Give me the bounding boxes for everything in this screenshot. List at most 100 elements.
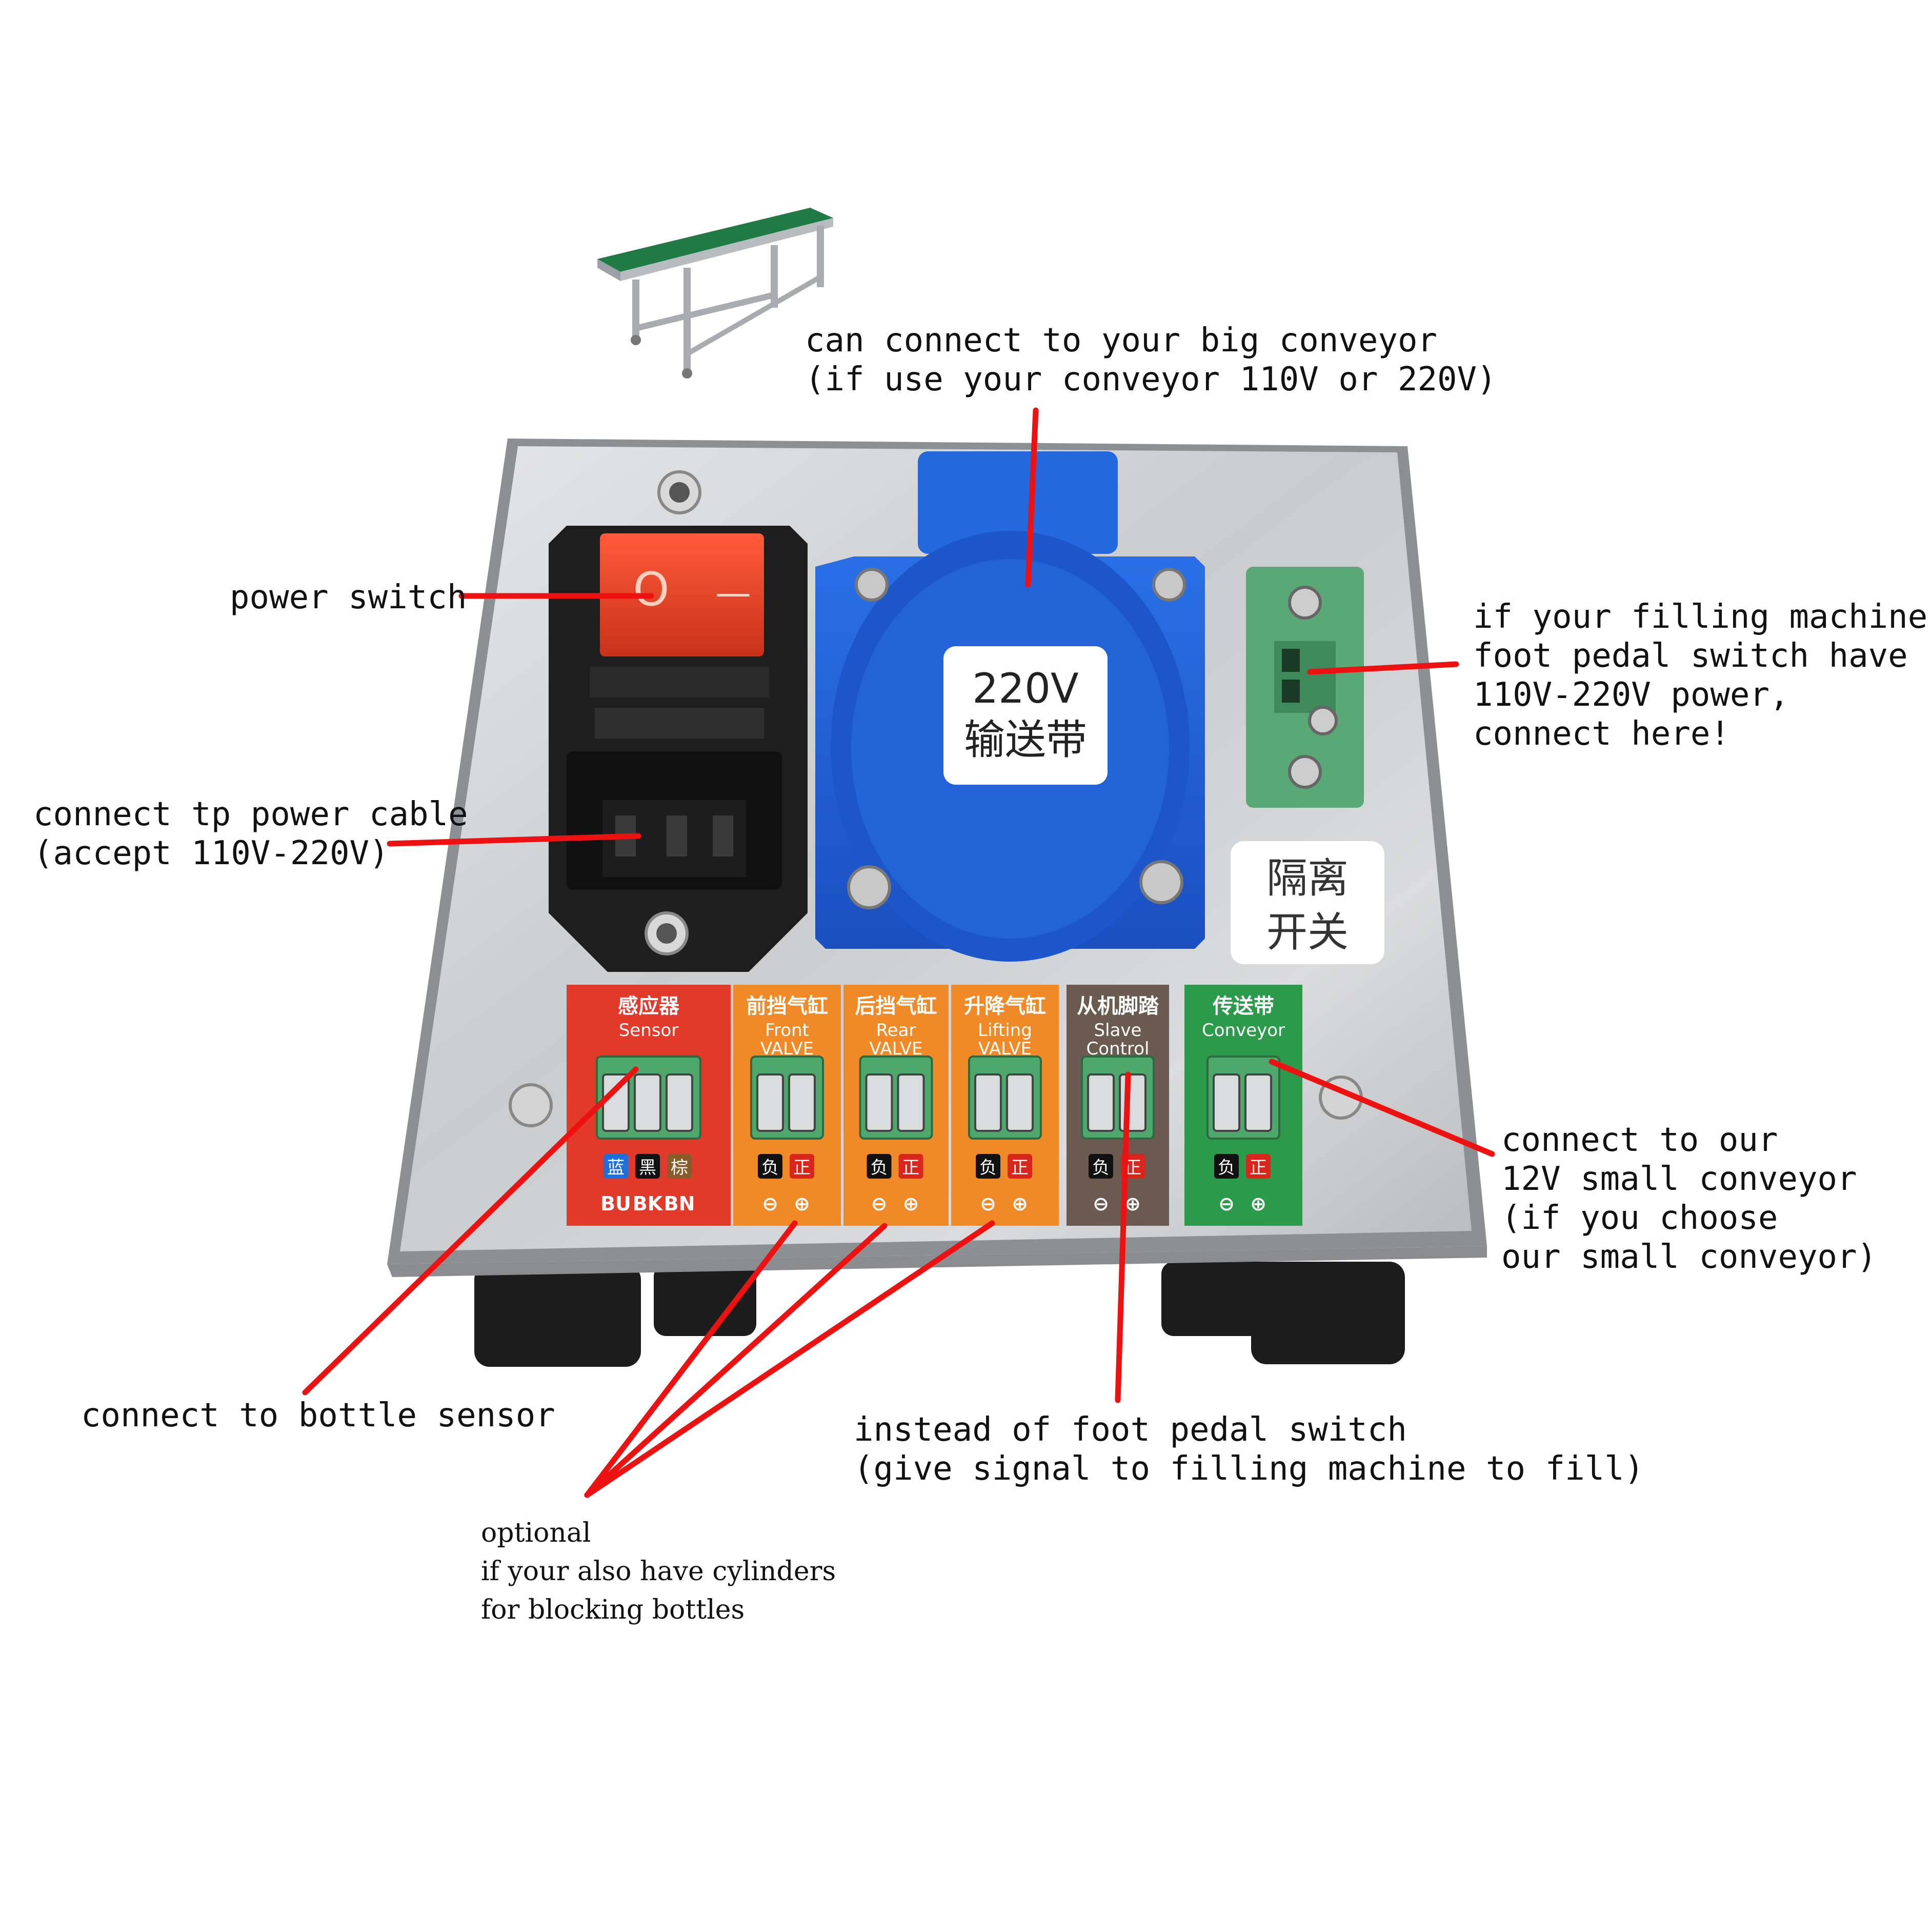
terminal-polarity-label: ⊖	[871, 1192, 888, 1215]
annotation-line: connect tp power cable	[33, 795, 468, 833]
pointer-big-conveyor	[1025, 407, 1039, 588]
annotation-line: 110V-220V power,	[1473, 676, 1789, 714]
annotation-line: connect to bottle sensor	[81, 1397, 555, 1435]
isolator-label-line2: 开关	[1266, 908, 1349, 956]
terminal-polarity-label: ⊖	[1093, 1192, 1109, 1215]
pointer-power-cable	[387, 833, 641, 847]
annotation-line: if your filling machine	[1473, 598, 1928, 636]
isolator-label-line1: 隔离	[1266, 854, 1349, 902]
power-inlet-module: O —	[549, 470, 808, 972]
annotation-foot-pedal-power: if your filling machine foot pedal switc…	[1473, 597, 1927, 753]
terminal-label-cn: 感应器	[618, 994, 680, 1018]
terminal-label-cn: 后挡气缸	[855, 994, 937, 1018]
terminal-polarity-label: ⊕	[1250, 1192, 1266, 1215]
terminal-polarity-label: ⊖	[1218, 1192, 1235, 1215]
terminal-polarity-label: ⊕	[1012, 1192, 1028, 1215]
annotation-power-switch: power switch	[230, 578, 467, 617]
terminal-screw-slot[interactable]	[865, 1073, 893, 1132]
terminal-pin-label: 负	[1092, 1158, 1110, 1178]
terminal-pin-label: 负	[1218, 1158, 1235, 1178]
pointer-rear-valve	[584, 1223, 888, 1498]
terminal-pin-badge	[1246, 1154, 1271, 1179]
terminal-pin-label: 棕	[671, 1158, 688, 1178]
annotation-line: connect to our	[1501, 1121, 1778, 1159]
panel-screw	[509, 1083, 553, 1127]
terminal-screw-slot[interactable]	[1244, 1073, 1272, 1132]
socket-conveyor-label: 输送带	[964, 716, 1087, 764]
terminal-label-cn: 升降气缸	[964, 994, 1046, 1018]
terminal-polarity-label: ⊖	[762, 1192, 778, 1215]
terminal-polarity-label: BU	[600, 1192, 631, 1215]
box-feet	[474, 1262, 1405, 1367]
annotation-line: (if use your conveyor 110V or 220V)	[805, 361, 1497, 399]
annotation-line: our small conveyor)	[1501, 1238, 1877, 1276]
terminal-pin-badge	[758, 1154, 782, 1179]
terminal-polarity-label: BN	[664, 1192, 695, 1215]
pointer-bottle-sensor	[302, 1066, 639, 1396]
terminal-pin-badge	[635, 1154, 660, 1179]
power-switch-rocker[interactable]	[600, 533, 764, 656]
terminal-pin-label: 蓝	[607, 1158, 625, 1178]
terminal-strip: 感应器Sensor蓝BU黑BK棕BN前挡气缸FrontVALVE负⊖正⊕后挡气缸…	[567, 985, 1302, 1226]
terminal-pin-label: 正	[902, 1158, 920, 1178]
terminal-polarity-label: ⊕	[794, 1192, 810, 1215]
terminal-screw-slot[interactable]	[1119, 1073, 1146, 1132]
terminal-label-en: Slave	[1094, 1020, 1142, 1041]
terminal-pin-label: 黑	[639, 1158, 656, 1178]
terminal-screw-slot[interactable]	[1006, 1073, 1034, 1132]
pointer-front-valve	[584, 1220, 798, 1498]
conveyor-belt	[597, 208, 833, 272]
pointer-lifting-valve	[584, 1220, 995, 1498]
terminal-screw-slot[interactable]	[634, 1073, 661, 1132]
terminal-label-cn: 从机脚踏	[1077, 994, 1159, 1018]
pointer-small-conveyor	[1269, 1059, 1495, 1157]
annotation-line: for blocking bottles	[481, 1595, 745, 1625]
terminal-label-cn: 传送带	[1212, 994, 1274, 1018]
annotation-line: power switch	[230, 579, 467, 616]
terminal-label-en: Front	[765, 1020, 809, 1041]
terminal-screw-slot[interactable]	[788, 1073, 816, 1132]
terminal-pin-label: 负	[871, 1158, 888, 1178]
terminal-label-en: Lifting	[978, 1020, 1032, 1041]
switch-off-mark: O	[633, 563, 670, 616]
foot-pedal-connector	[1246, 567, 1364, 808]
terminal-screw-slot[interactable]	[1213, 1073, 1240, 1132]
terminal-screw-slot[interactable]	[666, 1073, 693, 1132]
annotation-optional: optional if your also have cylinders for…	[481, 1514, 836, 1629]
annotation-line: optional	[481, 1518, 591, 1548]
terminal-screw-slot[interactable]	[974, 1073, 1002, 1132]
annotation-line: (accept 110V-220V)	[33, 834, 389, 872]
annotation-slave-control: instead of foot pedal switch (give signa…	[854, 1410, 1644, 1488]
isolator-label-card: 隔离 开关	[1231, 841, 1384, 964]
socket-label-card	[943, 646, 1108, 785]
terminal-screw-slot[interactable]	[1087, 1073, 1115, 1132]
terminal-label-cn: 前挡气缸	[746, 994, 828, 1018]
terminal-pin-badge	[898, 1154, 923, 1179]
terminal-label-en: Conveyor	[1202, 1020, 1285, 1041]
terminal-pin-badge	[790, 1154, 814, 1179]
pointer-lines	[302, 407, 1495, 1498]
terminal-screw-slot[interactable]	[756, 1073, 784, 1132]
terminal-pin-badge	[867, 1154, 892, 1179]
terminal-pin-badge	[604, 1154, 628, 1179]
terminal-polarity-label: ⊕	[903, 1192, 919, 1215]
terminal-screw-slot[interactable]	[897, 1073, 925, 1132]
terminal-pin-badge	[976, 1154, 1000, 1179]
terminal-label-en: Rear	[876, 1020, 916, 1041]
pointer-foot-pedal-power	[1307, 661, 1459, 675]
pointer-slave-control	[1115, 1071, 1131, 1403]
socket-voltage-label: 220V	[972, 665, 1079, 712]
annotation-small-conveyor: connect to our 12V small conveyor (if yo…	[1501, 1121, 1877, 1277]
terminal-polarity-label: ⊖	[980, 1192, 996, 1215]
terminal-pin-badge	[1089, 1154, 1113, 1179]
annotation-line: if your also have cylinders	[481, 1556, 836, 1587]
terminal-pin-label: 负	[979, 1158, 997, 1178]
